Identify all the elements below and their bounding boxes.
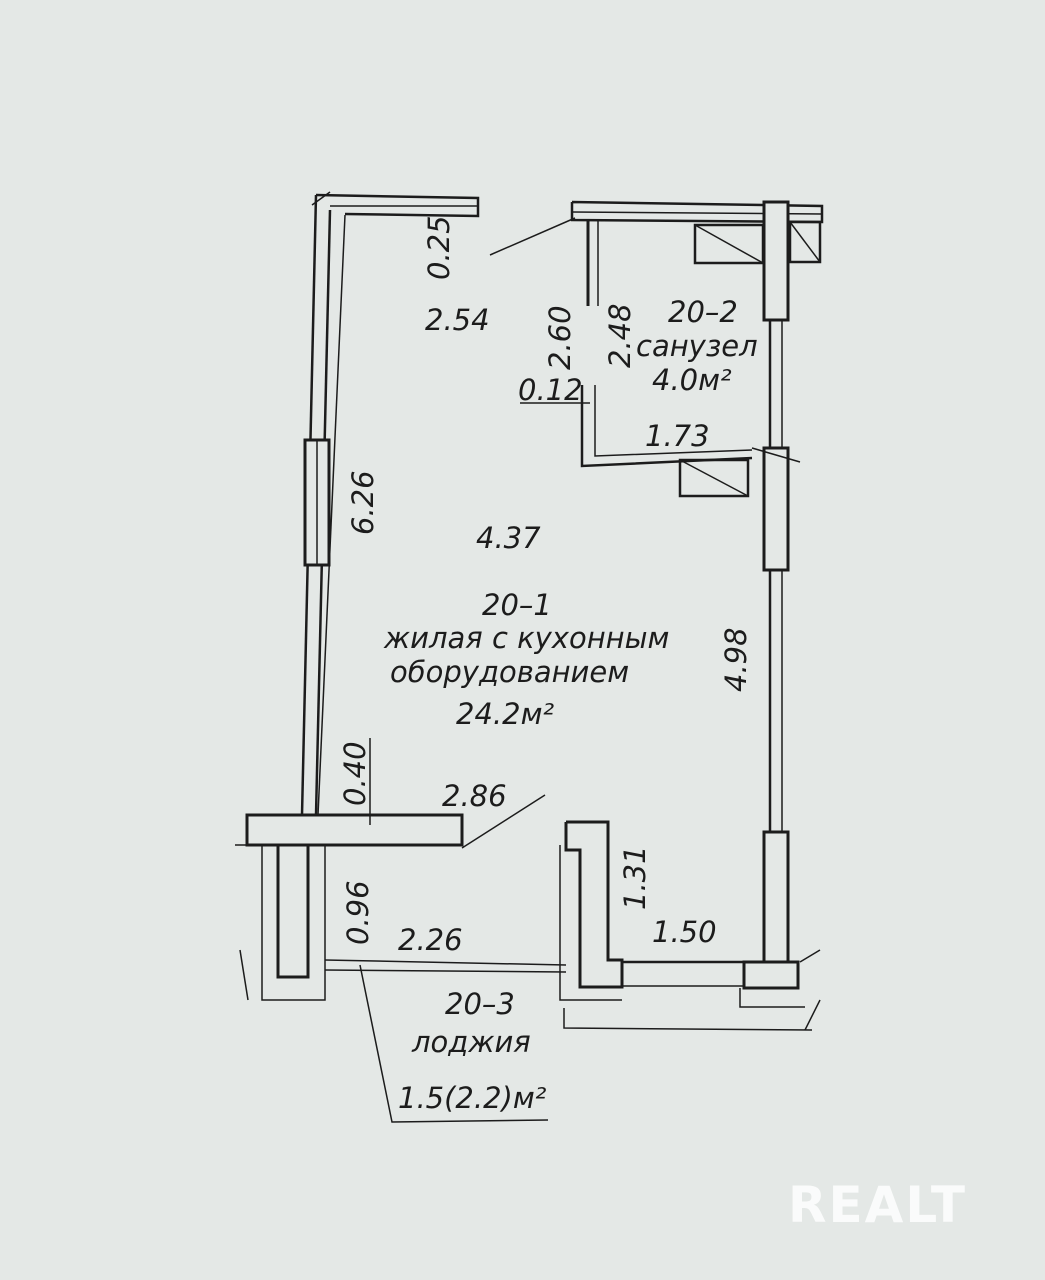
bath-fixture-bottom <box>678 458 750 498</box>
dim-4-37: 4.37 <box>476 521 541 555</box>
right-column-top <box>762 200 790 322</box>
bath-fixture-top-right <box>788 220 822 264</box>
loggia-right-pier <box>564 820 624 989</box>
bath-id: 20–2 <box>668 295 738 329</box>
dimension-labels: 0.25 2.54 2.60 2.48 0.12 1.73 6.26 4.37 … <box>338 215 753 957</box>
dim-2-86: 2.86 <box>442 779 507 813</box>
dim-2-60: 2.60 <box>543 305 577 370</box>
dim-2-26: 2.26 <box>398 923 463 957</box>
dim-1-31: 1.31 <box>618 845 652 910</box>
loggia-parapet <box>324 959 567 966</box>
right-column-mid <box>762 446 790 572</box>
dim-0-12: 0.12 <box>518 373 583 407</box>
dim-1-73: 1.73 <box>645 419 710 453</box>
right-column-low <box>762 830 790 964</box>
dim-0-96: 0.96 <box>341 880 375 945</box>
loggia-name: лоджия <box>411 1025 531 1059</box>
left-wall-inner-line <box>317 214 346 816</box>
loggia-corner-block <box>742 960 800 990</box>
dim-0-25: 0.25 <box>422 215 456 280</box>
room-labels: 20–2 санузел 4.0м² 20–1 жилая с кухонным… <box>383 295 758 1115</box>
top-left-wall <box>315 193 480 218</box>
living-name-line1: жилая с кухонным <box>383 621 669 655</box>
living-id: 20–1 <box>482 588 552 622</box>
loggia-area: 1.5(2.2)м² <box>398 1081 547 1115</box>
bath-fixture-top <box>693 223 765 265</box>
loggia-left-pier <box>276 843 310 979</box>
balcony-slab <box>245 813 464 847</box>
bath-area: 4.0м² <box>652 363 732 397</box>
realt-watermark: REALT <box>788 1176 968 1234</box>
dim-1-50: 1.50 <box>652 915 717 949</box>
living-name-line2: оборудованием <box>390 655 629 689</box>
dim-0-40: 0.40 <box>338 741 372 806</box>
dim-6-26: 6.26 <box>346 470 380 535</box>
dim-2-48: 2.48 <box>603 303 637 368</box>
living-area: 24.2м² <box>456 697 554 731</box>
bath-name: санузел <box>636 329 758 363</box>
dim-4-98: 4.98 <box>719 627 753 692</box>
dim-2-54: 2.54 <box>425 303 490 337</box>
loggia-id: 20–3 <box>445 987 515 1021</box>
top-right-wall <box>570 200 824 224</box>
walls <box>235 191 824 1123</box>
